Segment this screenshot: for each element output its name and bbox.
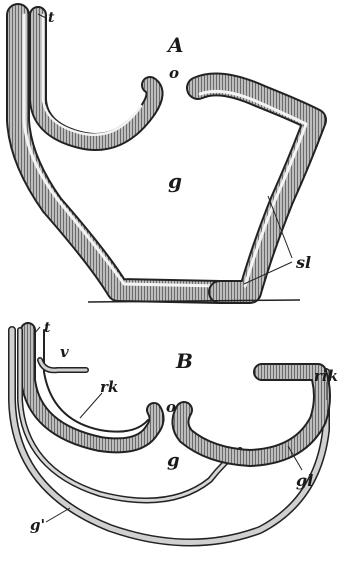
panel-a-label-o: o bbox=[169, 64, 179, 82]
panel-b-label-o: o bbox=[166, 398, 176, 416]
panel-b-label-g-prime: g' bbox=[30, 516, 45, 534]
panel-b-label-t: t bbox=[44, 320, 51, 336]
panel-a: A t o g sl bbox=[18, 10, 315, 302]
panel-a-title: A bbox=[166, 33, 184, 57]
panel-a-left-wall bbox=[18, 15, 220, 292]
panel-b-label-g: g bbox=[167, 450, 180, 471]
panel-b-label-rk-left: rk bbox=[100, 378, 118, 396]
panel-b-label-gl: gl bbox=[296, 471, 313, 490]
panel-a-label-g: g bbox=[168, 169, 182, 193]
panel-b-label-v: v bbox=[60, 343, 69, 361]
panel-b-label-rik: rik bbox=[314, 367, 338, 385]
panel-a-label-sl: sl bbox=[295, 253, 311, 272]
panel-b: B t v rk o g g' rik gl bbox=[12, 320, 338, 543]
panel-a-label-t: t bbox=[48, 10, 55, 26]
panel-b-title: B bbox=[175, 349, 193, 373]
